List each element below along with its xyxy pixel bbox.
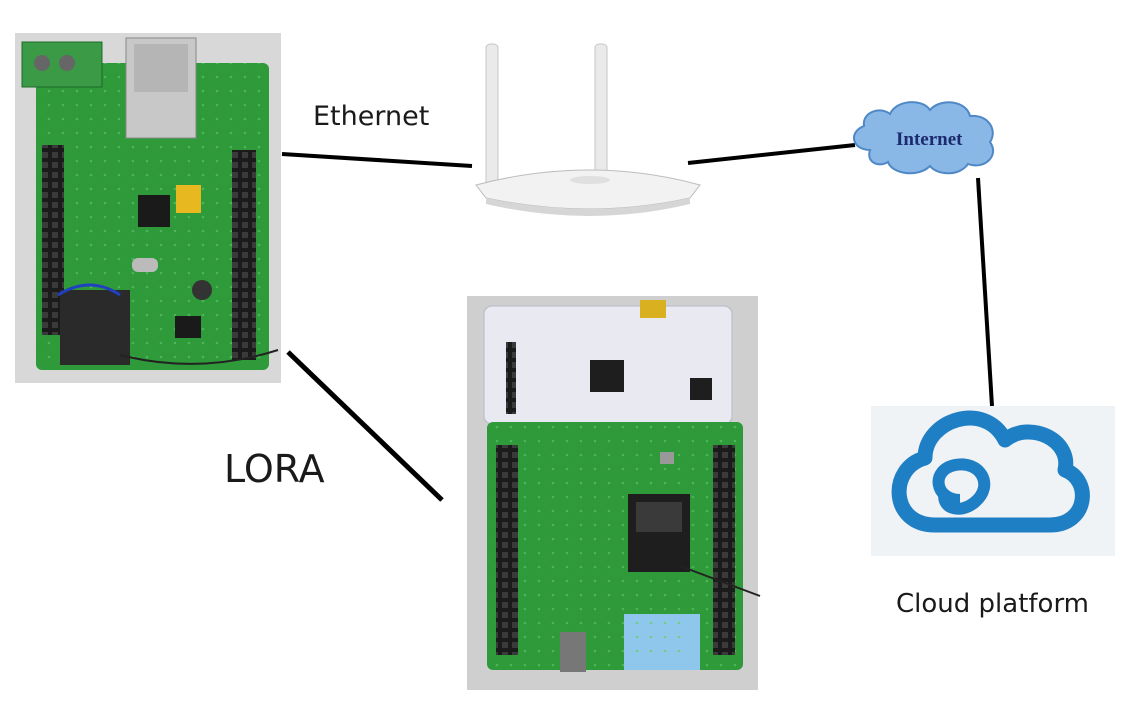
internet-label: Internet bbox=[896, 129, 963, 150]
internet-cloud-link-line bbox=[976, 177, 994, 407]
lora-link-line bbox=[286, 350, 444, 502]
router-image bbox=[475, 43, 701, 216]
gateway-board-image bbox=[15, 33, 281, 383]
cloud-platform-label: Cloud platform bbox=[896, 589, 1090, 619]
lora-label: LORA bbox=[224, 447, 325, 491]
internet-cloud-icon bbox=[853, 101, 995, 175]
router-internet-link-line bbox=[687, 143, 856, 165]
ethernet-link-line bbox=[281, 152, 473, 168]
ethernet-label: Ethernet bbox=[313, 101, 430, 132]
cloud-platform-icon bbox=[871, 406, 1115, 556]
node-board-image bbox=[467, 296, 761, 690]
